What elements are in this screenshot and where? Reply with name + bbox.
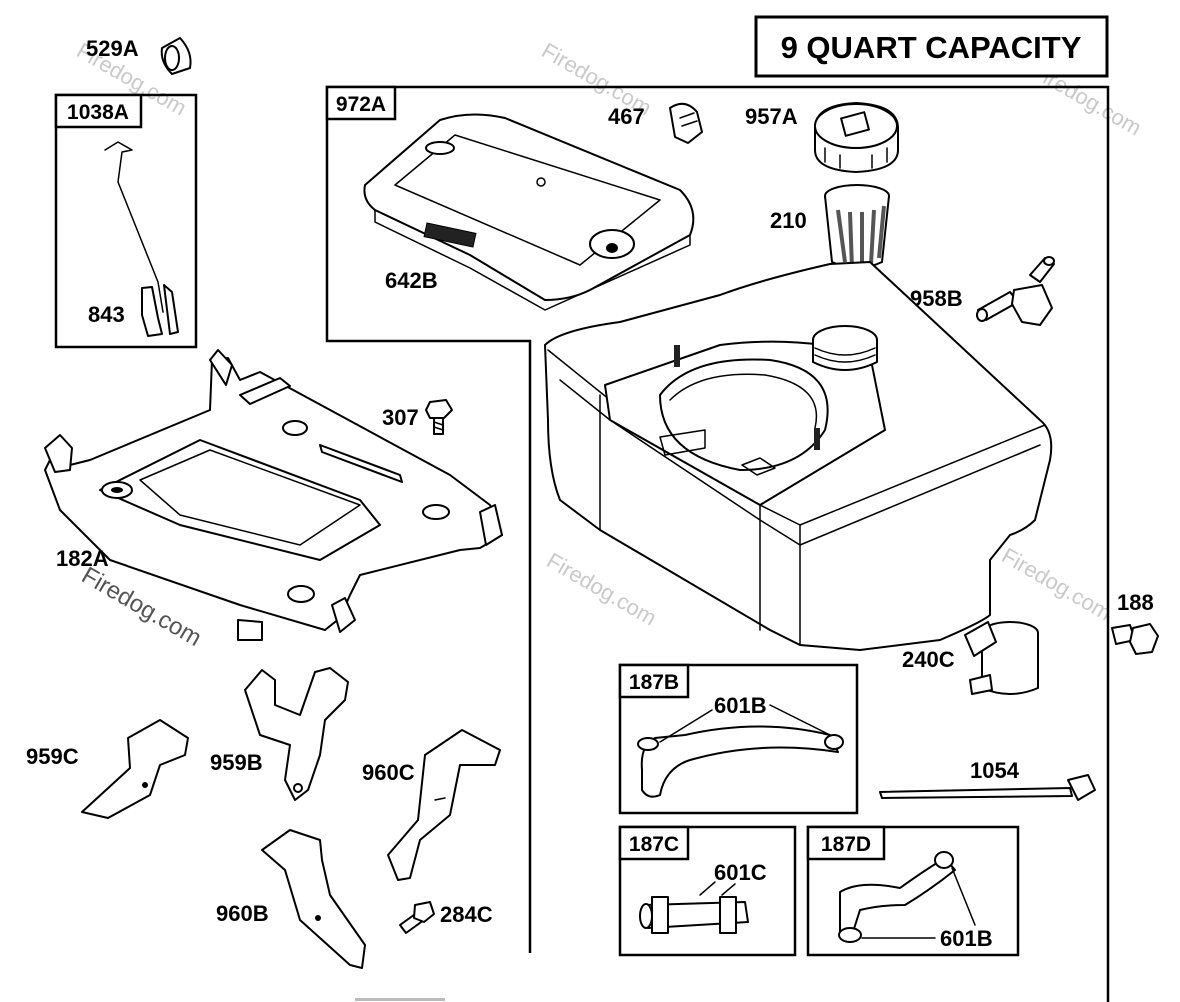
- part-307-screw: 307: [382, 399, 453, 435]
- capacity-title: 9 QUART CAPACITY: [781, 30, 1082, 65]
- part-960C-bracket: 960C: [362, 729, 501, 881]
- part-843-shape: [141, 286, 163, 337]
- part-959C-bracket: 959C: [26, 719, 189, 819]
- kit-187C-box: 187C 601C: [618, 825, 797, 957]
- part-843-shape-2: [163, 284, 179, 335]
- label-960B: 960B: [216, 901, 269, 926]
- part-529A: 529A: [86, 36, 192, 75]
- label-843: 843: [88, 302, 125, 327]
- watermark: Firedog.com: [543, 548, 661, 631]
- kit-label-187D: 187D: [821, 833, 871, 856]
- kit-label-1038A: 1038A: [67, 101, 129, 124]
- label-957A: 957A: [745, 104, 798, 129]
- kit-187D-box: 187D 601B: [806, 825, 1020, 957]
- part-960B-bracket: 960B: [216, 829, 366, 969]
- label-642B: 642B: [385, 268, 438, 293]
- label-284C: 284C: [440, 902, 493, 927]
- fuel-tank: [544, 261, 1053, 651]
- label-182A: 182A: [56, 546, 109, 571]
- part-959B-bracket: 959B: [210, 667, 349, 801]
- label-601B-a: 601B: [714, 693, 767, 718]
- part-1054-tie: 1054: [879, 758, 1096, 801]
- kit-label-187C: 187C: [629, 833, 679, 856]
- watermark: Firedog.com: [998, 543, 1116, 626]
- label-601C: 601C: [714, 860, 767, 885]
- label-467: 467: [608, 104, 645, 129]
- part-958B-valve: 958B: [910, 256, 1055, 326]
- label-960C: 960C: [362, 760, 415, 785]
- label-240C: 240C: [902, 647, 955, 672]
- footer-mark: [355, 998, 445, 1001]
- part-182A-bracket: 182A: [44, 349, 503, 641]
- part-467: 467: [608, 102, 703, 144]
- label-959C: 959C: [26, 744, 79, 769]
- kit-972A-outline: 972A: [325, 85, 1110, 1002]
- part-240C-filter: 240C: [902, 621, 1039, 695]
- label-529A: 529A: [86, 36, 139, 61]
- part-188-screw: 188: [1111, 590, 1159, 655]
- part-210-strainer: 210: [770, 184, 890, 269]
- label-188: 188: [1117, 590, 1154, 615]
- label-210: 210: [770, 208, 807, 233]
- kit-label-187B: 187B: [629, 671, 679, 694]
- part-642B-cover: 642B: [363, 113, 695, 311]
- capacity-title-box: 9 QUART CAPACITY: [754, 15, 1109, 78]
- kit-1038A-box: 1038A 843: [54, 93, 198, 349]
- part-284C-screw: 284C: [399, 901, 493, 934]
- label-1054: 1054: [970, 758, 1020, 783]
- label-959B: 959B: [210, 750, 263, 775]
- kit-187B-box: 187B 601B: [618, 663, 859, 815]
- label-601B-b: 601B: [940, 926, 993, 951]
- label-307: 307: [382, 405, 419, 430]
- kit-label-972A: 972A: [336, 93, 386, 116]
- choke-link-rod: [104, 141, 164, 313]
- part-957A-fuel-cap: 957A: [745, 102, 899, 173]
